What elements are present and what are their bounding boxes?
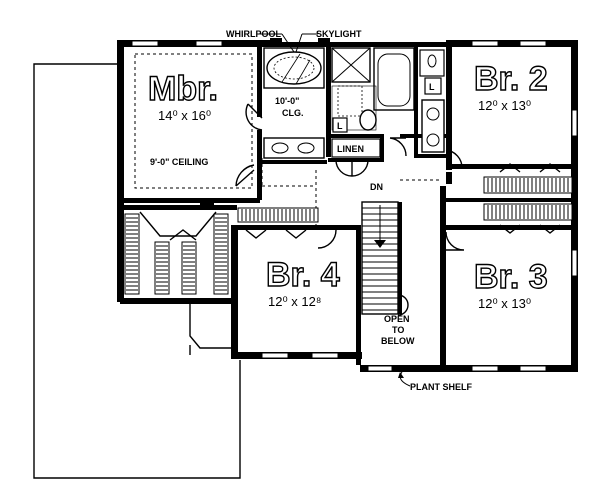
bedroom3-name: Br. 3: [474, 258, 548, 296]
open-label-2: TO: [392, 325, 404, 335]
bath-fixtures: [263, 47, 445, 159]
open-label-3: BELOW: [381, 336, 415, 346]
bedroom2-size: 12⁰ x 13⁰: [478, 98, 531, 113]
linen-box: [331, 138, 381, 158]
master-size: 14⁰ x 16⁰: [158, 108, 211, 123]
plant-shelf-label: PLANT SHELF: [410, 382, 473, 392]
bath-ceiling-1: 10'-0": [275, 96, 299, 106]
master-ceiling: 9'-0" CEILING: [150, 157, 208, 167]
bedroom4-size: 12⁰ x 12⁸: [268, 294, 321, 309]
linen-label: LINEN: [337, 144, 364, 154]
laundry-label-2: L: [429, 82, 435, 92]
bedroom2-name: Br. 2: [474, 60, 548, 98]
windows: [131, 40, 578, 372]
bedroom4-name: Br. 4: [266, 256, 340, 294]
ceiling-outline: [134, 53, 253, 189]
laundry-label-1: L: [337, 121, 343, 131]
skylight-label: SKYLIGHT: [316, 29, 362, 39]
whirlpool-label: WHIRLPOOL: [226, 29, 281, 39]
interior-walls: [117, 47, 578, 372]
stairs: [361, 201, 402, 315]
down-label: DN: [370, 182, 383, 192]
doors: [235, 103, 465, 316]
leader-lines: [260, 33, 411, 387]
master-name: Mbr.: [148, 70, 218, 108]
bedroom3-size: 12⁰ x 13⁰: [478, 296, 531, 311]
open-label-1: OPEN: [384, 314, 410, 324]
bath-ceiling-2: CLG.: [282, 108, 304, 118]
closets: [124, 163, 573, 295]
